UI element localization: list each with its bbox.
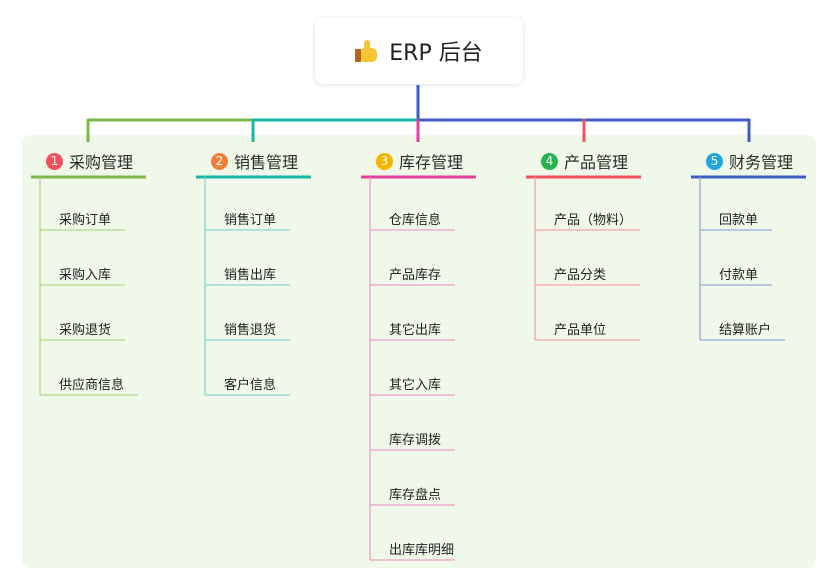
- leaf-item[interactable]: 销售出库: [224, 268, 277, 283]
- branch-node[interactable]: 5 财务管理: [706, 150, 793, 172]
- leaf-item[interactable]: 库存盘点: [389, 488, 442, 503]
- number-badge: 3: [376, 152, 393, 170]
- branch-label: 产品管理: [564, 153, 629, 172]
- number-badge: 2: [211, 152, 228, 170]
- branch-node[interactable]: 2 销售管理: [211, 150, 298, 172]
- diagram-background: [22, 135, 816, 568]
- leaf-item[interactable]: 回款单: [719, 213, 759, 228]
- leaf-item[interactable]: 出库库明细: [389, 543, 455, 558]
- branch-node[interactable]: 4 产品管理: [541, 150, 628, 172]
- branch-label: 库存管理: [399, 153, 464, 172]
- branch-node[interactable]: 3 库存管理: [376, 150, 463, 172]
- root-node[interactable]: ERP 后台: [315, 18, 523, 84]
- root-title: ERP 后台: [389, 41, 483, 66]
- thumbs-up-icon: [355, 39, 379, 63]
- leaf-item[interactable]: 产品（物料）: [554, 213, 633, 228]
- branch-label: 销售管理: [234, 153, 299, 172]
- leaf-item[interactable]: 采购入库: [59, 268, 112, 283]
- leaf-item[interactable]: 采购订单: [59, 213, 112, 228]
- leaf-item[interactable]: 销售订单: [224, 213, 277, 228]
- leaf-item[interactable]: 采购退货: [59, 323, 112, 338]
- leaf-item[interactable]: 其它入库: [389, 378, 442, 393]
- leaf-item[interactable]: 产品单位: [554, 323, 607, 338]
- leaf-item[interactable]: 产品库存: [389, 268, 442, 283]
- leaf-item[interactable]: 付款单: [719, 268, 759, 283]
- branch-node[interactable]: 1 采购管理: [46, 150, 133, 172]
- leaf-item[interactable]: 产品分类: [554, 268, 607, 283]
- branch-label: 采购管理: [69, 153, 134, 172]
- number-badge: 5: [706, 152, 723, 170]
- leaf-item[interactable]: 库存调拨: [389, 433, 442, 448]
- leaf-item[interactable]: 客户信息: [224, 378, 277, 393]
- leaf-item[interactable]: 结算账户: [719, 323, 772, 338]
- leaf-item[interactable]: 销售退货: [224, 323, 277, 338]
- leaf-item[interactable]: 其它出库: [389, 323, 442, 338]
- number-badge: 4: [541, 152, 558, 170]
- branch-label: 财务管理: [729, 153, 794, 172]
- leaf-item[interactable]: 仓库信息: [389, 213, 442, 228]
- leaf-item[interactable]: 供应商信息: [59, 378, 125, 393]
- number-badge: 1: [46, 152, 63, 170]
